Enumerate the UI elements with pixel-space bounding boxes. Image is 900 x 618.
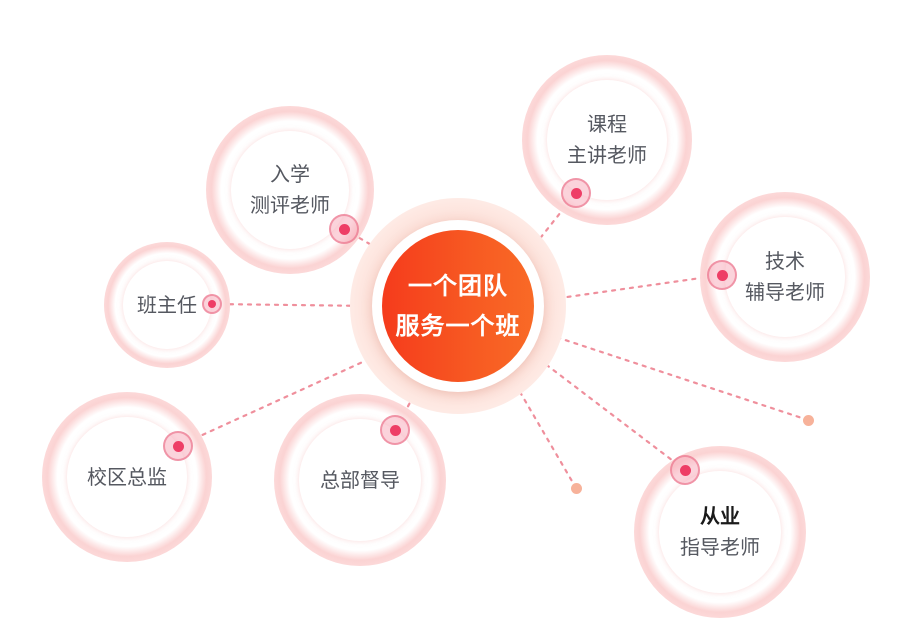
node-label: 技术 — [765, 249, 805, 273]
node-anchor-dot — [202, 294, 222, 314]
node-label: 测评老师 — [250, 193, 330, 217]
connector-end-dot — [571, 483, 582, 494]
connector-end-dot — [803, 415, 814, 426]
connector-class-teacher — [210, 302, 374, 308]
node-course-lecturer: 课程 主讲老师 — [522, 55, 692, 225]
connector-tech-tutor — [558, 273, 724, 300]
node-career-mentor: 从业 指导老师 — [634, 446, 806, 618]
center-title-line1: 一个团队 — [408, 272, 508, 300]
node-anchor-dot — [163, 431, 193, 461]
node-label: 辅导老师 — [745, 280, 825, 304]
connector-career-mentor — [546, 364, 687, 472]
node-anchor-dot — [380, 415, 410, 445]
node-label: 校区总监 — [87, 464, 167, 489]
node-label: 课程 — [587, 112, 627, 136]
node-label: 从业 — [700, 504, 740, 528]
node-label: 主讲老师 — [567, 143, 647, 167]
node-anchor-dot — [329, 214, 359, 244]
center-node: 一个团队 服务一个班 — [382, 230, 534, 382]
node-campus-director: 校区总监 — [42, 392, 212, 562]
center-title-line2: 服务一个班 — [395, 312, 521, 340]
node-hq-supervisor: 总部督导 — [274, 394, 446, 566]
node-label: 总部督导 — [320, 467, 400, 492]
connector-campus-director — [176, 353, 380, 448]
connector-end-bottom — [518, 390, 578, 490]
node-anchor-dot — [670, 455, 700, 485]
node-entrance-evaluator: 入学 测评老师 — [206, 106, 374, 274]
connector-end-right — [554, 335, 810, 422]
node-label: 指导老师 — [680, 535, 760, 559]
node-anchor-dot — [707, 260, 737, 290]
node-label: 班主任 — [137, 292, 197, 317]
node-anchor-dot — [561, 178, 591, 208]
node-label: 入学 — [270, 162, 310, 186]
